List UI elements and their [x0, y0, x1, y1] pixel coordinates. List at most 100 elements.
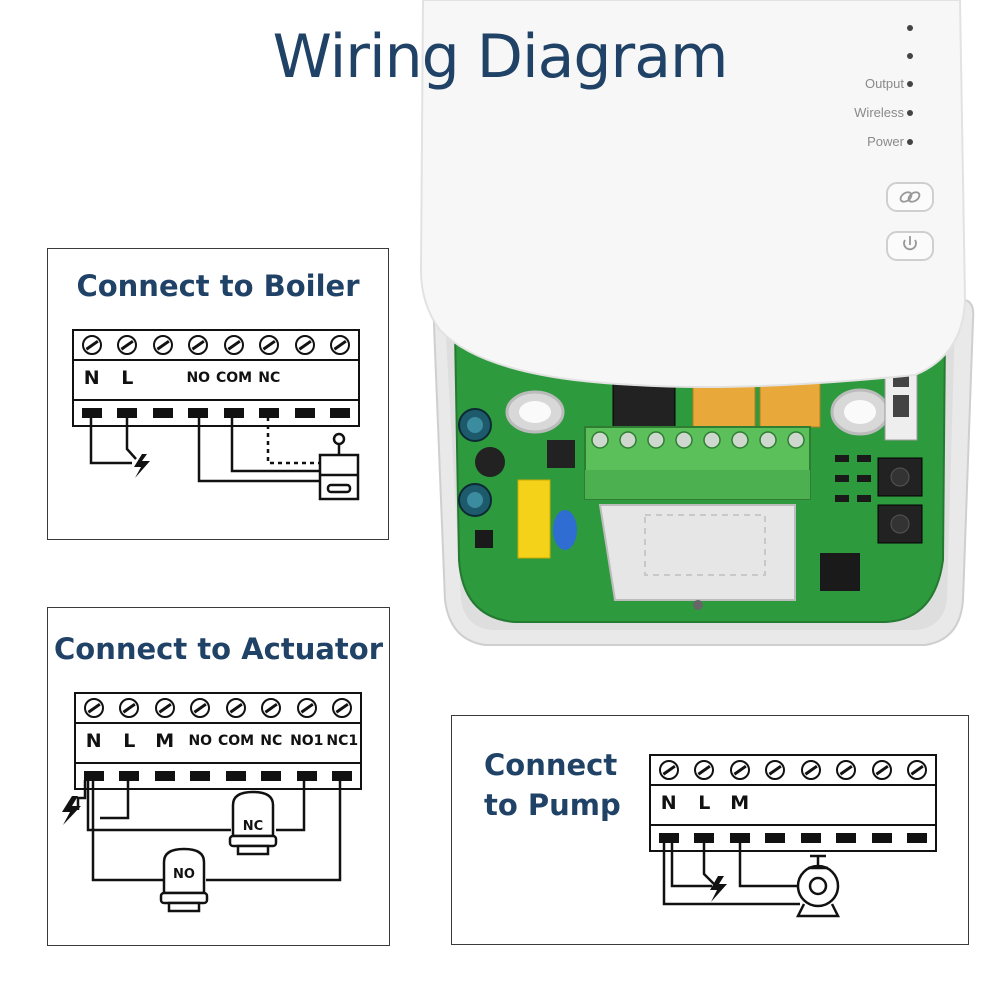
screw-icon — [83, 698, 104, 718]
terminal-label: M — [155, 730, 175, 752]
terminal-pin — [296, 771, 317, 781]
screw-icon — [800, 760, 821, 780]
indicator-label-power: Power — [867, 134, 904, 149]
screw-icon — [225, 698, 246, 718]
lightning-icon — [62, 796, 81, 825]
terminal-pin — [330, 408, 351, 418]
actuator-no-icon — [159, 847, 209, 913]
terminal-pin — [729, 833, 750, 843]
terminal-pin — [119, 771, 140, 781]
terminal-label: N — [83, 367, 100, 389]
terminal-label: NC — [258, 370, 281, 386]
link-icon — [899, 191, 921, 203]
terminal-label: COM — [218, 733, 255, 749]
chip — [547, 440, 575, 468]
terminal-pin — [259, 408, 280, 418]
boiler-icon — [318, 432, 360, 501]
screw-icon — [188, 335, 209, 355]
terminal-pin — [225, 771, 246, 781]
terminal-pin — [188, 408, 209, 418]
terminal-label: NC1 — [326, 733, 359, 749]
screw-icon — [332, 698, 353, 718]
terminal-label: L — [698, 792, 711, 814]
terminal-label: L — [121, 367, 134, 389]
panel-actuator-title: Connect to Actuator — [54, 632, 383, 666]
pump-icon — [795, 854, 841, 918]
indicator-label-output: Output — [864, 76, 904, 91]
screw-icon — [119, 698, 140, 718]
terminal-pin — [332, 771, 353, 781]
screw-icon — [261, 698, 282, 718]
lightning-icon — [710, 876, 727, 902]
terminal-label: N — [660, 792, 677, 814]
screw-icon — [152, 335, 173, 355]
panel-pump-title-line1: Connect — [484, 748, 618, 782]
terminal-pin — [152, 408, 173, 418]
thermostat-receiver-device — [419, 0, 975, 646]
terminal-label: NO1 — [290, 733, 324, 749]
terminal-pin — [117, 408, 138, 418]
terminal-label: N — [85, 730, 102, 752]
actuator-wiring: NC NO — [62, 780, 342, 913]
screw-icon — [836, 760, 857, 780]
terminal-block-pump: N L M — [649, 754, 937, 852]
ic-chip — [820, 553, 860, 591]
inductor — [475, 447, 505, 477]
screw-icon — [765, 760, 786, 780]
terminal-label: NO — [188, 733, 213, 749]
panel-pump-title-line2: to Pump — [484, 788, 621, 822]
terminal-pin — [294, 408, 315, 418]
terminal-label: L — [123, 730, 136, 752]
power-button — [886, 231, 934, 261]
terminal-label: M — [730, 792, 750, 814]
terminal-pin — [223, 408, 244, 418]
panel-boiler-title: Connect to Boiler — [76, 269, 360, 303]
boiler-wiring — [89, 417, 360, 501]
terminal-block-boiler: N L NO COM NC — [72, 329, 360, 427]
wire-channel — [598, 504, 796, 601]
terminal-pin — [800, 833, 821, 843]
terminal-label: NO — [186, 370, 211, 386]
screw-icon — [81, 335, 102, 355]
terminal-block-actuator: N L M NO COM NC NO1 NC1 — [74, 692, 362, 790]
terminal-pin — [765, 833, 786, 843]
actuator-nc-icon — [228, 790, 278, 856]
screw-icon — [154, 698, 175, 718]
terminal-pin — [154, 771, 175, 781]
link-button — [886, 182, 934, 212]
power-led — [907, 139, 913, 145]
screw-icon — [330, 335, 351, 355]
screw-icon — [871, 760, 892, 780]
pump-wiring — [662, 842, 841, 918]
screw-icon — [694, 760, 715, 780]
screw-icon — [190, 698, 211, 718]
panel-pump: Connect to Pump N L M — [451, 715, 969, 945]
terminal-pin — [836, 833, 857, 843]
actuator-no-label: NO — [173, 867, 195, 882]
panel-boiler: Connect to Boiler N L NO COM NC — [47, 248, 389, 540]
terminal-pin — [658, 833, 679, 843]
output-led — [907, 81, 913, 87]
terminal-label: COM — [216, 370, 253, 386]
terminal-pin — [261, 771, 282, 781]
screw-icon — [223, 335, 244, 355]
terminal-pin — [871, 833, 892, 843]
screw-icon — [729, 760, 750, 780]
indicator-label-wireless: Wireless — [854, 105, 904, 120]
screw-icon — [294, 335, 315, 355]
screw-icon — [907, 760, 928, 780]
lightning-icon — [134, 454, 150, 478]
terminal-label: NC — [260, 733, 283, 749]
panel-actuator: Connect to Actuator N L M NO COM NC NO1 … — [47, 607, 390, 946]
x2-capacitor — [517, 479, 551, 559]
screw-icon — [296, 698, 317, 718]
actuator-nc-label: NC — [243, 819, 263, 834]
screw-icon — [259, 335, 280, 355]
screw-icon — [658, 760, 679, 780]
screw-icon — [117, 335, 138, 355]
page-title: Wiring Diagram — [272, 22, 729, 92]
relay-1 — [612, 381, 676, 428]
tactile-switch-1 — [877, 457, 923, 497]
relay-3 — [759, 381, 821, 428]
terminal-pin — [694, 833, 715, 843]
